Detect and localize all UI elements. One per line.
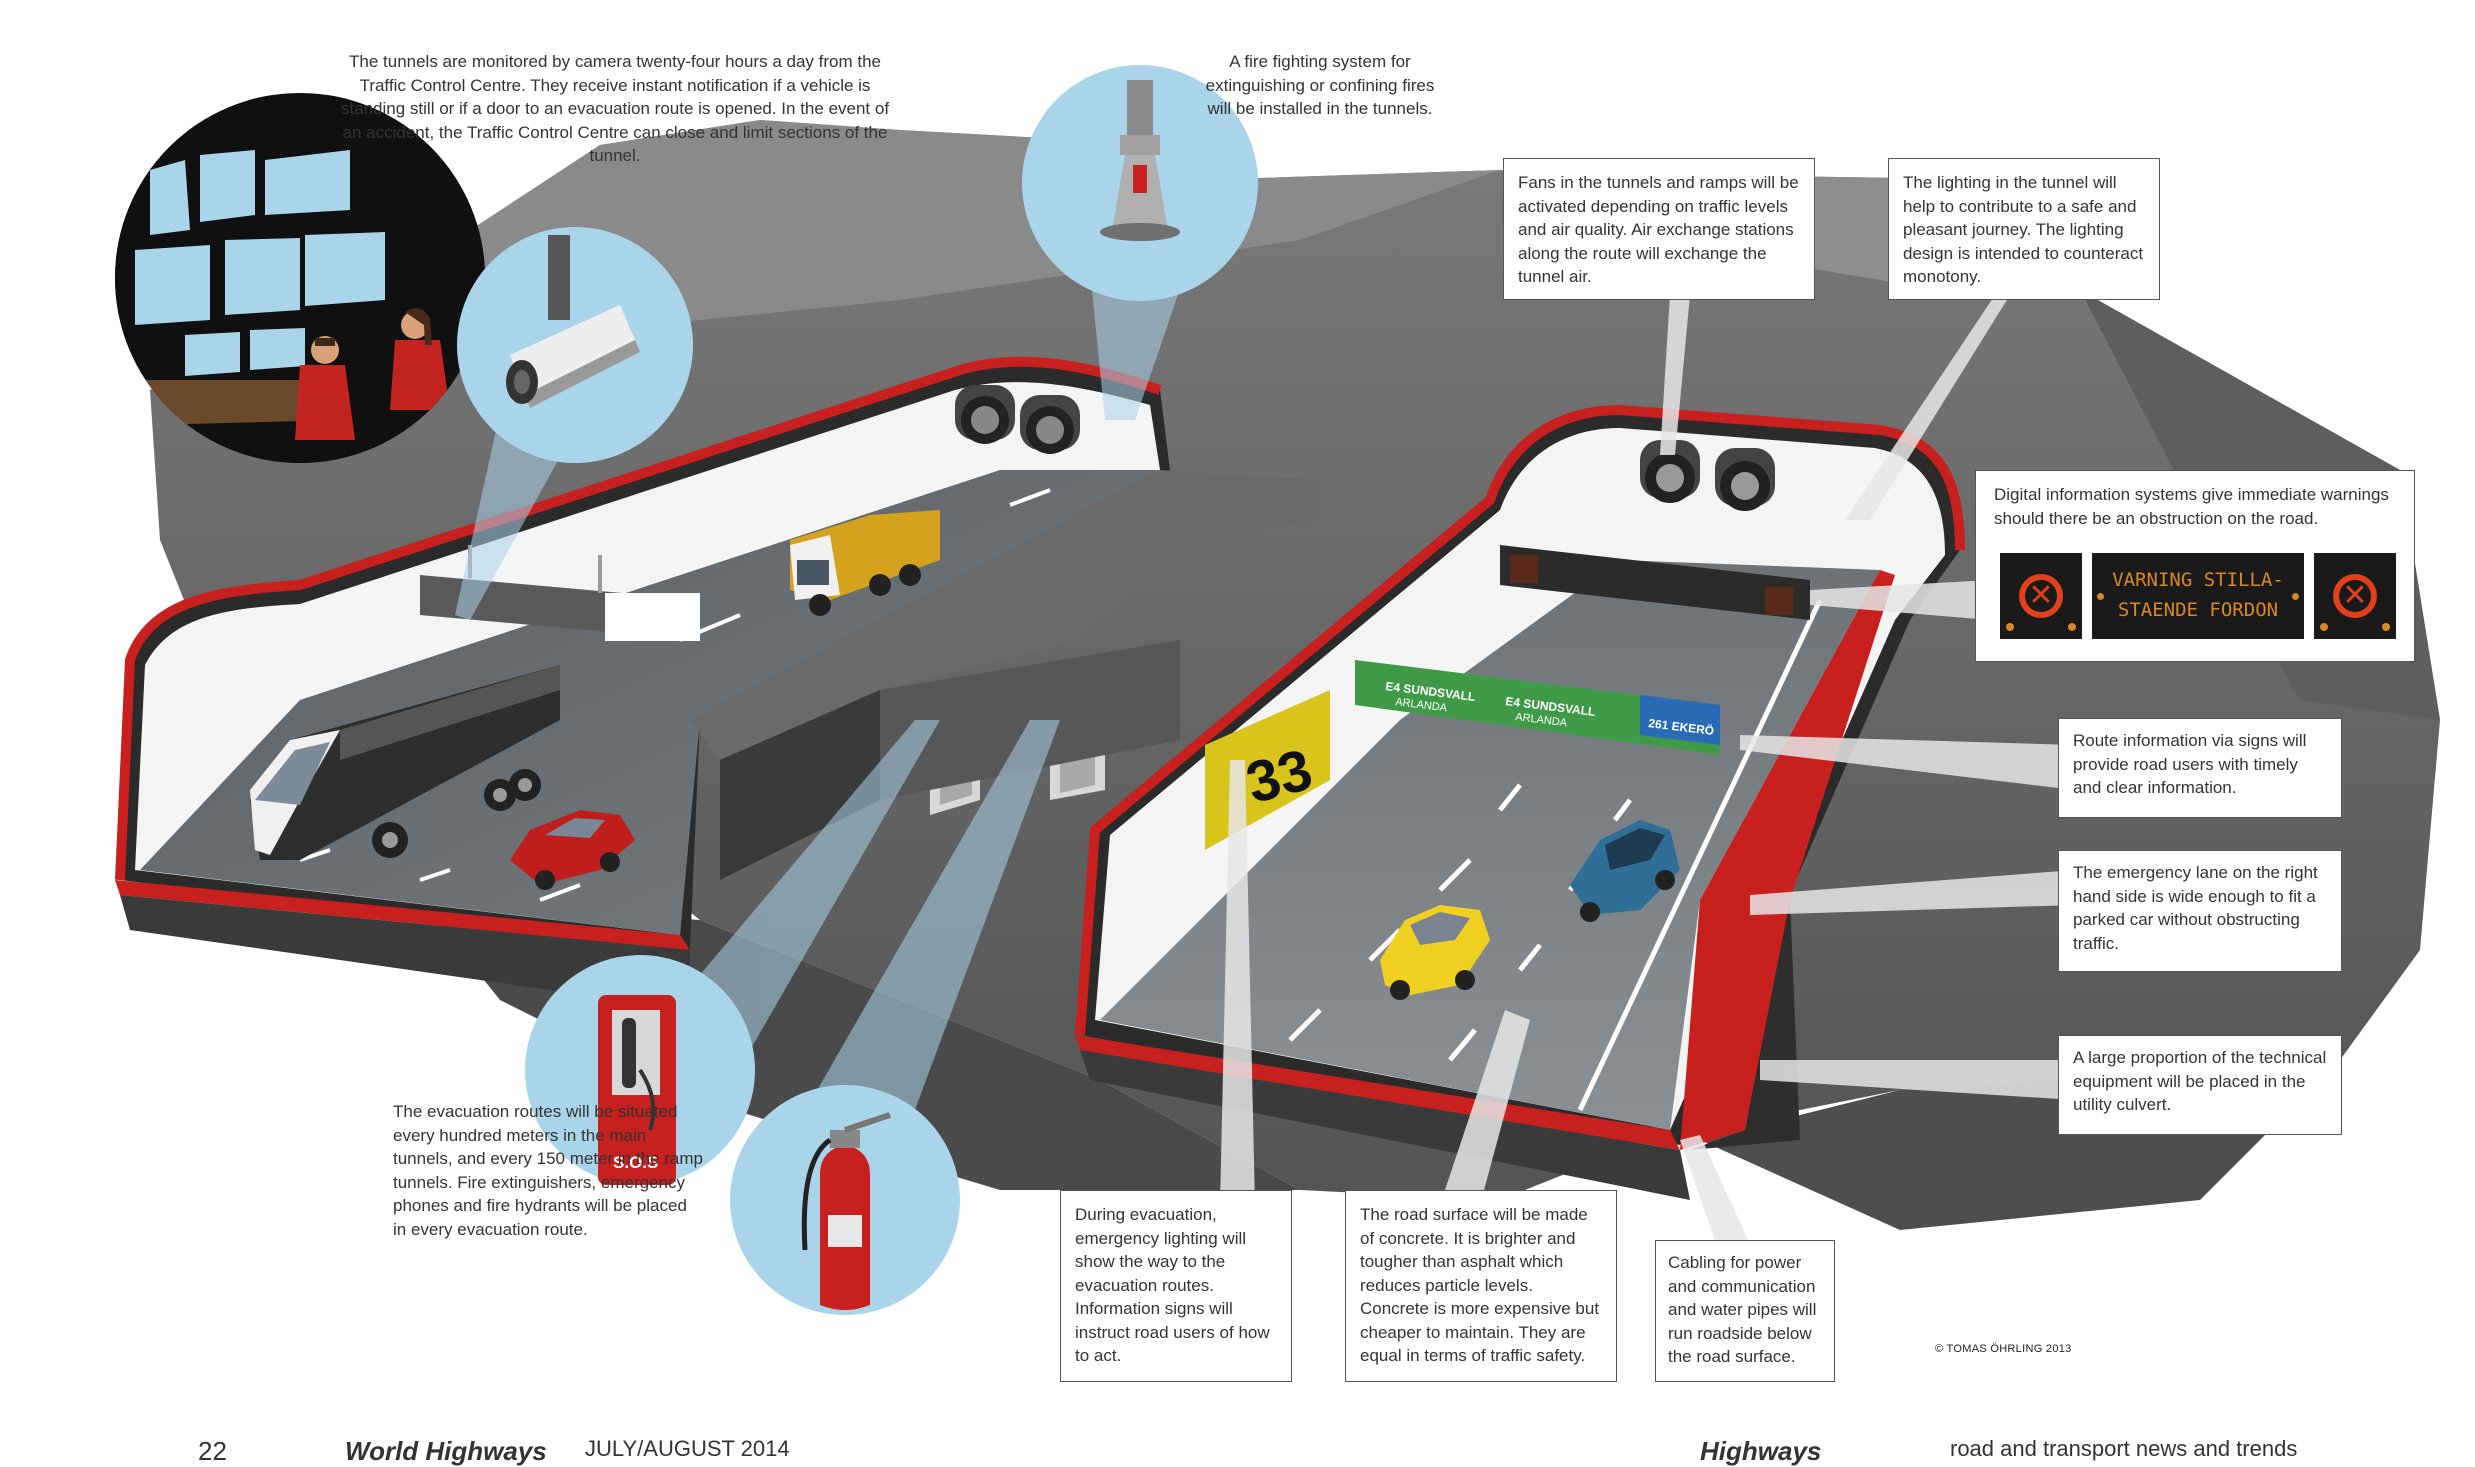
sos-phone-bubble: S.O.S [525, 955, 755, 1185]
note-utility-culvert: A large proportion of the technical equi… [2058, 1035, 2342, 1135]
warning-text-line2: STAENDE FORDON [2117, 598, 2279, 621]
warning-sign-display: ✕ VARNING STILLA- STAENDE FORDON ✕ [2000, 553, 2396, 639]
ceiling-fan-right-2 [1715, 448, 1775, 511]
note-camera-monitoring: The tunnels are monitored by camera twen… [340, 52, 890, 165]
cctv-camera-icon [506, 235, 640, 408]
overhead-sign-blank [605, 593, 700, 641]
warning-lamp-left: ✕ [2000, 553, 2082, 639]
footer-right-tagline: road and transport news and trends [1950, 1436, 2298, 1461]
right-ramp-tunnel: E4 SUNDSVALL ARLANDA E4 SUNDSVALL ARLAND… [1075, 404, 1965, 1200]
sprinkler-icon [1100, 80, 1180, 241]
operator-woman [390, 308, 450, 410]
footer-page-number: 22 [198, 1436, 227, 1466]
callout-leaders [1220, 295, 2075, 1255]
note-fire-fighting: A fire fighting system for extinguishing… [1205, 52, 1435, 118]
warning-lamp-right: ✕ [2314, 553, 2396, 639]
fire-extinguisher-icon [801, 1112, 891, 1310]
warning-text-panel: VARNING STILLA- STAENDE FORDON [2092, 553, 2304, 639]
sprinkler-bubble [1022, 65, 1258, 301]
illustration-credit: © TOMAS ÖHRLING 2013 [1935, 1343, 2072, 1355]
footer-right-brand: Highways [1700, 1436, 1822, 1466]
control-room-bubble [115, 93, 485, 463]
route-sign-panel3: 261 EKERÖ [1648, 715, 1715, 738]
tunnel-digital-sign [1500, 545, 1810, 620]
warning-text-line1: VARNING STILLA- [2112, 569, 2284, 591]
red-car [510, 810, 635, 890]
note-cabling: Cabling for power and communication and … [1655, 1240, 1835, 1382]
footer-magazine-name: World Highways [345, 1436, 547, 1466]
emergency-phone-icon: S.O.S [598, 995, 676, 1185]
coach-bus [250, 665, 560, 860]
note-evacuation-lighting: During evacuation, emergency lighting wi… [1060, 1190, 1292, 1382]
cross-icon: ✕ [2028, 579, 2054, 612]
note-lighting: The lighting in the tunnel will help to … [1888, 158, 2160, 300]
sos-label: S.O.S [613, 1153, 658, 1172]
camera-bubble [457, 227, 693, 463]
note-fans: Fans in the tunnels and ramps will be ac… [1503, 158, 1815, 300]
route-sign-gantry: E4 SUNDSVALL ARLANDA E4 SUNDSVALL ARLAND… [1355, 660, 1720, 755]
note-digital-info: Digital information systems give immedia… [1975, 470, 2415, 662]
note-emergency-lane: The emergency lane on the right hand sid… [2058, 850, 2342, 972]
yellow-car [1380, 905, 1490, 1000]
cross-icon: ✕ [2342, 579, 2368, 612]
control-desk [130, 380, 340, 425]
ceiling-fan-left-1 [955, 385, 1015, 444]
note-route-info: Route information via signs will provide… [2058, 718, 2342, 818]
note-digital-info-text: Digital information systems give immedia… [1994, 485, 2389, 528]
left-main-tunnel [115, 356, 1170, 1010]
footer-issue-date: JULY/AUGUST 2014 [585, 1436, 790, 1461]
blue-car [1570, 820, 1680, 922]
note-evacuation-routes: The evacuation routes will be situated e… [393, 1102, 703, 1239]
ceiling-fan-left-2 [1020, 395, 1080, 454]
ceiling-fan-right-1 [1640, 440, 1700, 503]
note-road-surface: The road surface will be made of concret… [1345, 1190, 1617, 1382]
extinguisher-bubble [730, 1085, 960, 1315]
operator-man [295, 336, 355, 440]
dump-truck [790, 510, 940, 616]
